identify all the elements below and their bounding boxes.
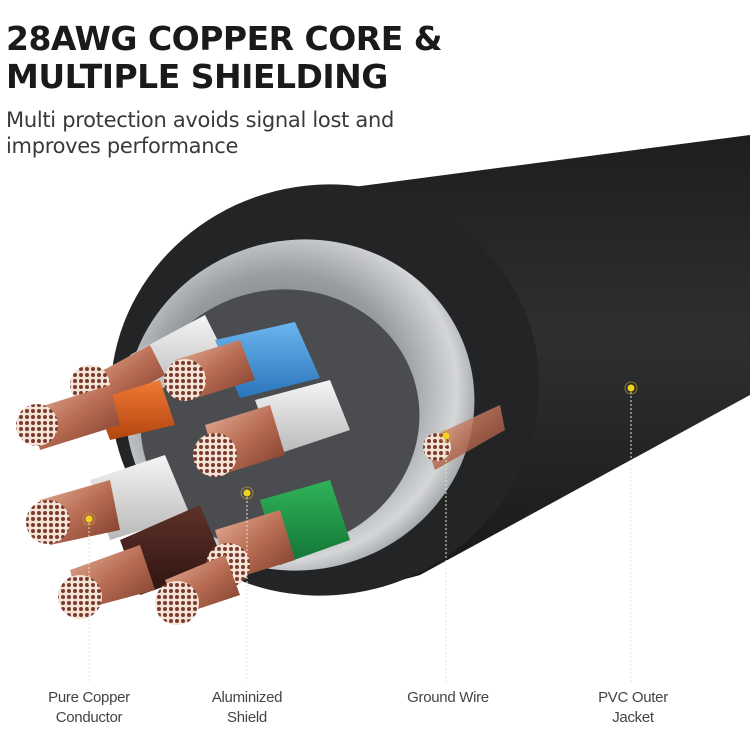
callout-marker-ground-wire — [439, 429, 453, 682]
subheadline-line-2: improves performance — [6, 134, 239, 158]
wire-white-middle — [193, 380, 350, 477]
ground-wire — [423, 405, 505, 470]
label-line-2: Jacket — [612, 709, 654, 726]
wire-orange — [16, 380, 175, 450]
headline: 28AWG COPPER CORE & MULTIPLE SHIELDING — [6, 19, 443, 96]
label-line-1: Aluminized — [211, 689, 283, 706]
headline-line-1: 28AWG COPPER CORE & — [6, 19, 443, 58]
label-pvc-outer-jacket: PVC Outer Jacket — [563, 688, 703, 728]
label-line-1: PVC Outer — [598, 689, 668, 706]
wire-green — [206, 480, 350, 587]
subheadline: Multi protection avoids signal lost and … — [6, 107, 394, 159]
wire-white-lower — [26, 455, 190, 545]
callout-marker-aluminized-shield — [240, 486, 254, 682]
label-line-1: Pure Copper — [48, 689, 130, 706]
wire-blue — [164, 322, 320, 401]
label-line-2: Shield — [227, 709, 267, 726]
wire-extra-strand — [155, 555, 240, 625]
label-ground-wire: Ground Wire — [378, 688, 518, 708]
label-pure-copper-conductor: Pure Copper Conductor — [19, 688, 159, 728]
subheadline-line-1: Multi protection avoids signal lost and — [6, 108, 395, 132]
label-line-2: Conductor — [55, 709, 123, 726]
label-line-1: Ground Wire — [407, 689, 489, 706]
label-aluminized-shield: Aluminized Shield — [177, 688, 317, 728]
callout-marker-pvc-outer-jacket — [624, 381, 638, 682]
callout-marker-pure-copper-conductor — [82, 512, 96, 682]
headline-line-2: MULTIPLE SHIELDING — [6, 57, 388, 96]
